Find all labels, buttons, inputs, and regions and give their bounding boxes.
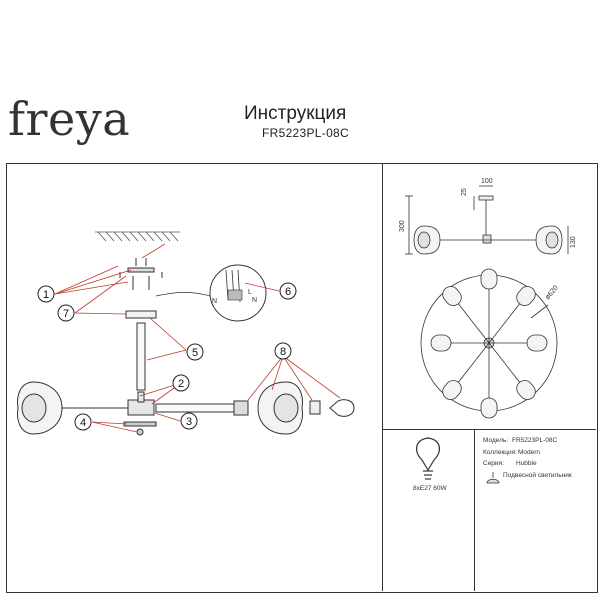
callout-leaders <box>54 243 341 433</box>
callout-7: 7 <box>63 308 69 320</box>
plan-shades <box>430 268 548 419</box>
spec-divider <box>474 430 475 591</box>
callout-4: 4 <box>80 417 86 429</box>
frame-divider-vertical <box>382 163 383 591</box>
hub <box>123 391 157 436</box>
spec-type-value: Подвесной светильник <box>503 472 572 479</box>
dim-drop-short: 25 <box>461 188 468 196</box>
right-shade <box>257 381 303 435</box>
model-code: FR5223PL-08C <box>262 126 349 140</box>
callout-2: 2 <box>178 378 184 390</box>
pendant-type-icon <box>486 472 500 484</box>
mounting-bracket <box>119 258 163 290</box>
spec-series-value: Hubble <box>516 460 537 467</box>
spec-series-label: Серия: <box>483 460 504 467</box>
bulb-icon <box>416 437 440 480</box>
left-shade <box>17 381 63 435</box>
svg-text:N: N <box>252 297 257 304</box>
lamp-arms <box>62 400 249 416</box>
brand-logo: freya <box>8 92 131 146</box>
ceiling-hatch <box>95 231 180 242</box>
bulb-parts <box>309 399 355 417</box>
callout-1: 1 <box>43 289 49 301</box>
frame-divider-horizontal <box>382 429 596 430</box>
wiring-cable <box>155 291 215 298</box>
dim-width-top: 100 <box>481 178 493 185</box>
svg-text:L: L <box>248 289 252 296</box>
svg-text:N: N <box>212 298 217 305</box>
wiring-detail: L N N <box>209 264 267 322</box>
downrod <box>136 322 146 391</box>
page-title: Инструкция <box>244 103 347 124</box>
canopy-plate <box>125 310 157 319</box>
spec-collection-value: Modern <box>518 449 541 456</box>
spec-model-value: FR5223PL-08C <box>512 437 558 444</box>
dim-diameter: ø620 <box>544 284 560 301</box>
callout-5: 5 <box>192 347 198 359</box>
callout-6: 6 <box>285 286 291 298</box>
spec-model-label: Модель: <box>483 437 509 444</box>
dim-height-total: 300 <box>399 220 406 232</box>
instruction-frame <box>6 163 598 593</box>
side-elevation <box>405 185 569 255</box>
callout-8: 8 <box>280 346 286 358</box>
callout-3: 3 <box>186 416 192 428</box>
callout-circles <box>37 282 297 431</box>
spec-collection-label: Коллекция: <box>483 449 517 456</box>
bulb-spec: 8xE27 60W <box>413 485 447 492</box>
dim-height-side: 130 <box>570 236 577 248</box>
